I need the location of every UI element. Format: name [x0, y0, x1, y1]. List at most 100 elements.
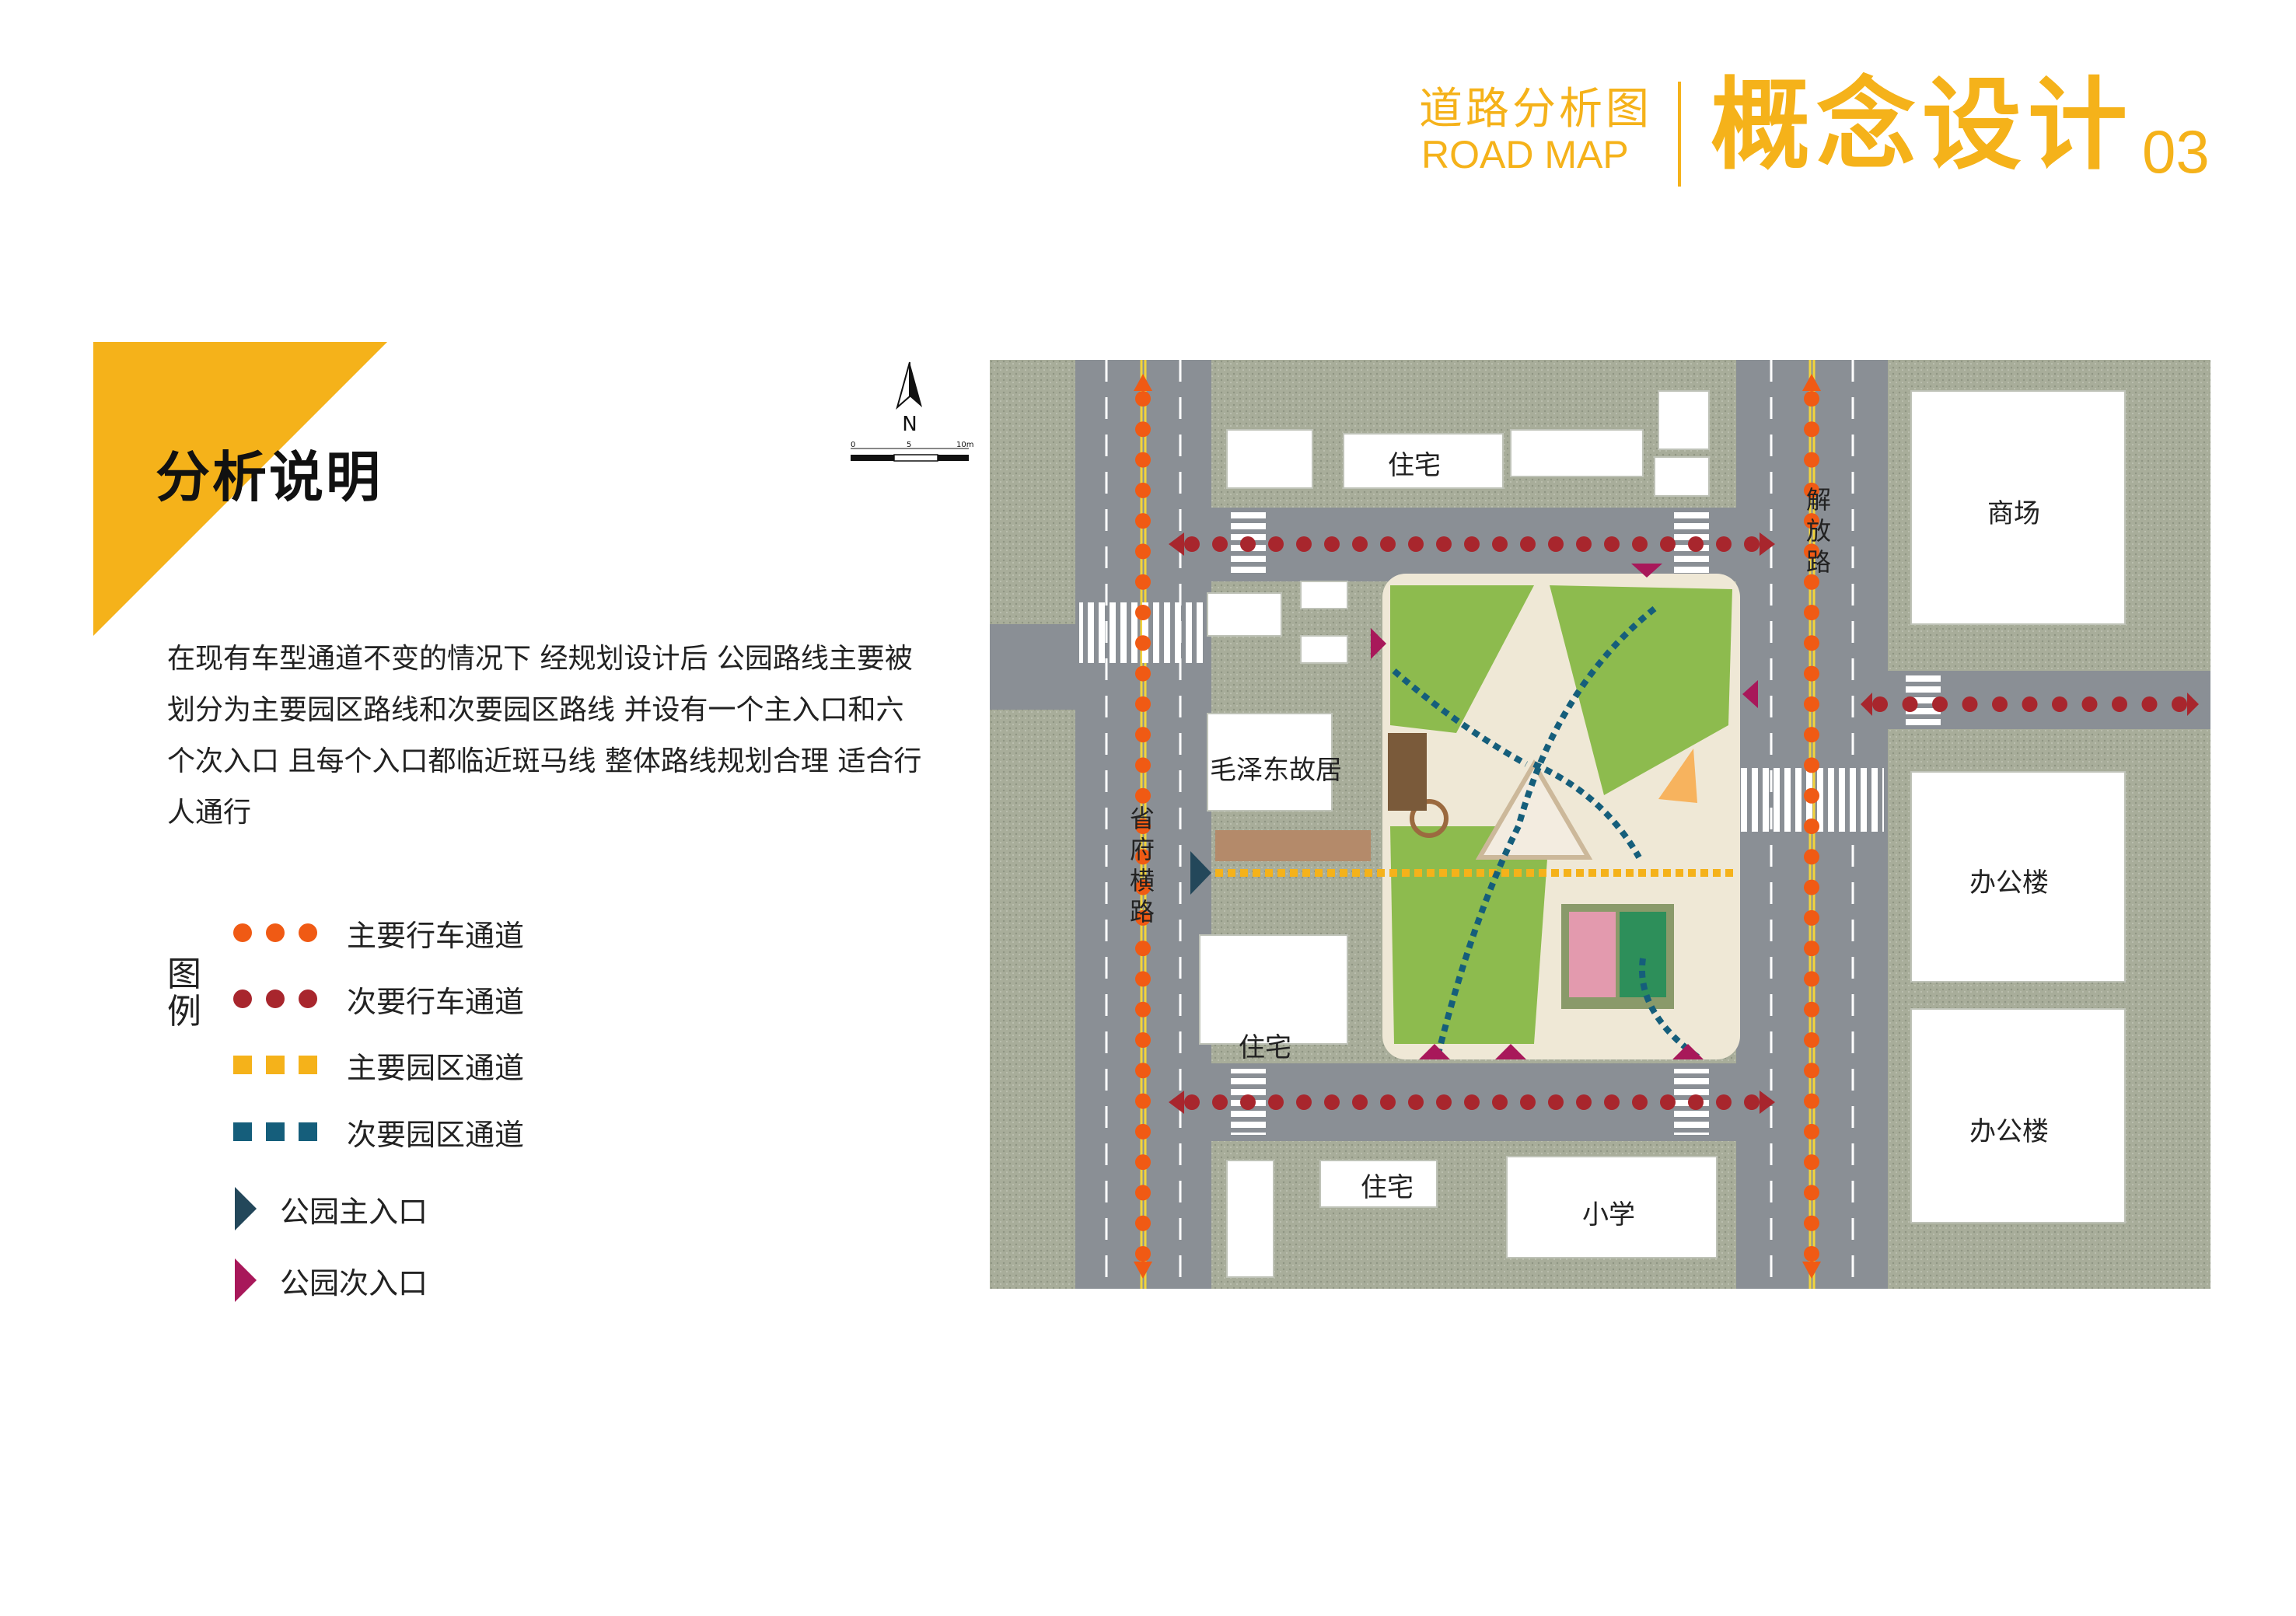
road-dot [1804, 1063, 1819, 1079]
road-dot [1268, 1094, 1284, 1110]
road-dot [1716, 1094, 1732, 1110]
road-dot [1352, 536, 1368, 552]
road-dot [1872, 696, 1888, 712]
road-dot [1135, 696, 1151, 712]
road-dot [1804, 1215, 1819, 1231]
road-dot [1804, 849, 1819, 865]
road-dot [1804, 1123, 1819, 1140]
road-dot [1632, 536, 1648, 552]
road-dot [1604, 536, 1620, 552]
road-dot [1135, 1154, 1151, 1171]
road-dot [1804, 1001, 1819, 1017]
road-dot [1135, 1185, 1151, 1201]
road-dot [1184, 1094, 1200, 1110]
label-jiefang-road: 解放路 [1805, 485, 1831, 577]
road-dot [1135, 727, 1151, 743]
legend-dot-icon [299, 923, 317, 942]
road-dot [1135, 787, 1151, 804]
road-dot [1804, 1185, 1819, 1201]
road-dot [1135, 971, 1151, 987]
road-dot [1804, 727, 1819, 743]
road-dot [1240, 536, 1256, 552]
road-dot [1576, 536, 1592, 552]
road-dot [1804, 941, 1819, 957]
scale-bar: 0 5 10m [851, 441, 973, 462]
legend-item-secondary-road: 次要行车通道 [233, 976, 524, 1022]
secondary-entrance-marker [1631, 564, 1662, 578]
legend-item-secondary-park-path: 次要园区通道 [233, 1108, 524, 1155]
road-dot [1804, 1032, 1819, 1048]
label-residence-left: 住宅 [1239, 1032, 1291, 1063]
label-office-2: 办公楼 [1969, 1116, 2049, 1147]
label-school: 小学 [1582, 1199, 1635, 1230]
road-dot [1804, 1093, 1819, 1109]
road-dot [1804, 605, 1819, 620]
scale-tick-0: 0 [851, 441, 855, 449]
road-dot [1296, 1094, 1312, 1110]
road-dot [1135, 1123, 1151, 1140]
panel-description: 在现有车型通道不变的情况下 经规划设计后 公园路线主要被划分为主要园区路线和次要… [167, 643, 922, 829]
road-dot [1804, 513, 1819, 529]
label-mall: 商场 [1987, 498, 2040, 529]
legend-dot-icon [233, 989, 252, 1008]
road-dot [1660, 536, 1676, 552]
legend-label: 次要行车通道 [347, 984, 525, 1019]
road-dot [1135, 879, 1151, 895]
legend-label: 公园次入口 [280, 1265, 428, 1300]
road-dot [1548, 1094, 1564, 1110]
road-dot [1660, 1094, 1676, 1110]
legend-item-main-road: 主要行车通道 [233, 909, 524, 956]
road-dot [2172, 696, 2187, 712]
legend-square-icon [266, 1122, 285, 1141]
legend-square-icon [233, 1056, 252, 1074]
road-dot [1962, 696, 1978, 712]
secondary-entrance-marker [1742, 680, 1758, 708]
road-dot [1804, 391, 1819, 407]
road-dot [1135, 818, 1151, 834]
buildings [1199, 390, 2126, 1278]
scale-tick-10m: 10m [956, 441, 973, 449]
road-dot [1604, 1094, 1620, 1110]
main-entrance-marker [1190, 851, 1211, 895]
road-dot [1135, 421, 1151, 438]
road-dot [1804, 452, 1819, 468]
road-dot [1135, 909, 1151, 926]
road-dot [1408, 1094, 1424, 1110]
road-dot [1212, 1094, 1228, 1110]
road-dot [1992, 696, 2008, 712]
road-dot [1135, 849, 1151, 865]
road-dot [1804, 879, 1819, 895]
road-dot [1135, 543, 1151, 560]
road-dot [1744, 536, 1760, 552]
header-section-title: 概念设计 [1711, 68, 2134, 183]
road-dot [1520, 536, 1536, 552]
road-arrows [1134, 374, 2199, 1279]
road-dot [1135, 635, 1151, 651]
road-dot [1632, 1094, 1648, 1110]
legend-dot-icon [299, 989, 317, 1008]
legend-item-main-entrance: 公园主入口 [233, 1185, 428, 1232]
legend-dot-icon [266, 923, 285, 942]
road-dot [1135, 391, 1151, 407]
panel-title: 分析说明 [156, 445, 383, 509]
header-title-en: ROAD MAP [1421, 133, 1629, 176]
road-dot [1135, 1063, 1151, 1079]
header-page-number: 03 [2142, 117, 2210, 186]
legend-square-icon [233, 1122, 252, 1141]
label-office-1: 办公楼 [1969, 867, 2049, 899]
road-dot [1464, 1094, 1480, 1110]
road-dot [1804, 971, 1819, 987]
legend-label: 主要行车通道 [347, 918, 525, 953]
road-dot [1464, 536, 1480, 552]
road-dot [1804, 1154, 1819, 1171]
secondary-entrance-marker [1495, 1044, 1526, 1059]
road-dot [2112, 696, 2127, 712]
road-dot [1135, 665, 1151, 682]
road-dot [1135, 452, 1151, 468]
label-residence-bottom: 住宅 [1361, 1172, 1414, 1203]
road-dot [1804, 543, 1819, 560]
scale-tick-5: 5 [907, 441, 911, 449]
header-divider [1678, 82, 1681, 187]
road-dot [1135, 574, 1151, 590]
legend-label: 次要园区通道 [347, 1117, 525, 1152]
